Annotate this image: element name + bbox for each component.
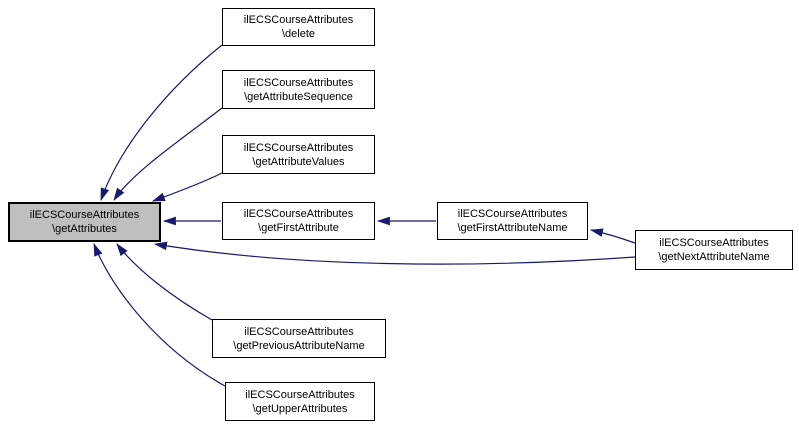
edge-delete-to-getAttributes — [100, 44, 223, 202]
node-label-method: \getAttributes — [52, 223, 117, 235]
node-label-method: \delete — [281, 28, 316, 40]
node-label-class: ilECSCourseAttributes — [243, 76, 354, 89]
node-label-method: \getFirstAttribute — [258, 222, 339, 234]
edge-getUpperAttributes-to-getAttributes — [93, 242, 226, 387]
node-label-class: ilECSCourseAttributes — [457, 208, 568, 220]
graph-node-getFirstAttributeName[interactable]: ilECSCourseAttributes \getFirstAttribute… — [437, 202, 588, 240]
edge-getNextAttributeName-to-getAttributes — [153, 241, 636, 265]
edge-getAttributeSequence-to-getAttributes — [113, 107, 223, 201]
node-label-method: \getUpperAttributes — [252, 402, 348, 415]
node-label-class: ilECSCourseAttributes — [243, 208, 354, 220]
node-label-class: ilECSCourseAttributes — [243, 14, 354, 26]
graph-node-getFirstAttribute[interactable]: ilECSCourseAttributes \getFirstAttribute — [222, 202, 375, 240]
node-label-method: \getAttributeValues — [252, 155, 345, 168]
graph-node-getUpperAttributes[interactable]: ilECSCourseAttributes \getUpperAttribute… — [225, 382, 375, 421]
node-label-method: \getFirstAttributeName — [457, 222, 568, 234]
node-label-class: ilECSCourseAttributes — [29, 209, 140, 221]
graph-node-getAttributeSequence[interactable]: ilECSCourseAttributes \getAttributeSeque… — [222, 70, 375, 109]
edge-getPreviousAttributeName-to-getAttributes — [116, 243, 213, 321]
edge-getAttributeValues-to-getAttributes — [151, 172, 223, 202]
edge-getNextAttributeName-to-getFirstAttributeName — [589, 228, 636, 244]
graph-node-getNextAttributeName[interactable]: ilECSCourseAttributes \getNextAttributeN… — [635, 230, 793, 270]
graph-node-getAttributeValues[interactable]: ilECSCourseAttributes \getAttributeValue… — [222, 135, 375, 174]
node-label-class: ilECSCourseAttributes — [659, 237, 769, 249]
graph-node-getAttributes[interactable]: ilECSCourseAttributes \getAttributes — [8, 202, 161, 242]
node-label-method: \getPreviousAttributeName — [233, 339, 365, 352]
node-label-class: ilECSCourseAttributes — [245, 388, 355, 401]
node-label-method: \getAttributeSequence — [244, 90, 353, 103]
node-label-class: ilECSCourseAttributes — [243, 141, 354, 154]
node-label-class: ilECSCourseAttributes — [244, 325, 354, 338]
node-label-method: \getNextAttributeName — [658, 251, 770, 263]
graph-node-delete[interactable]: ilECSCourseAttributes \delete — [222, 8, 375, 46]
graph-node-getPreviousAttributeName[interactable]: ilECSCourseAttributes \getPreviousAttrib… — [212, 319, 386, 358]
